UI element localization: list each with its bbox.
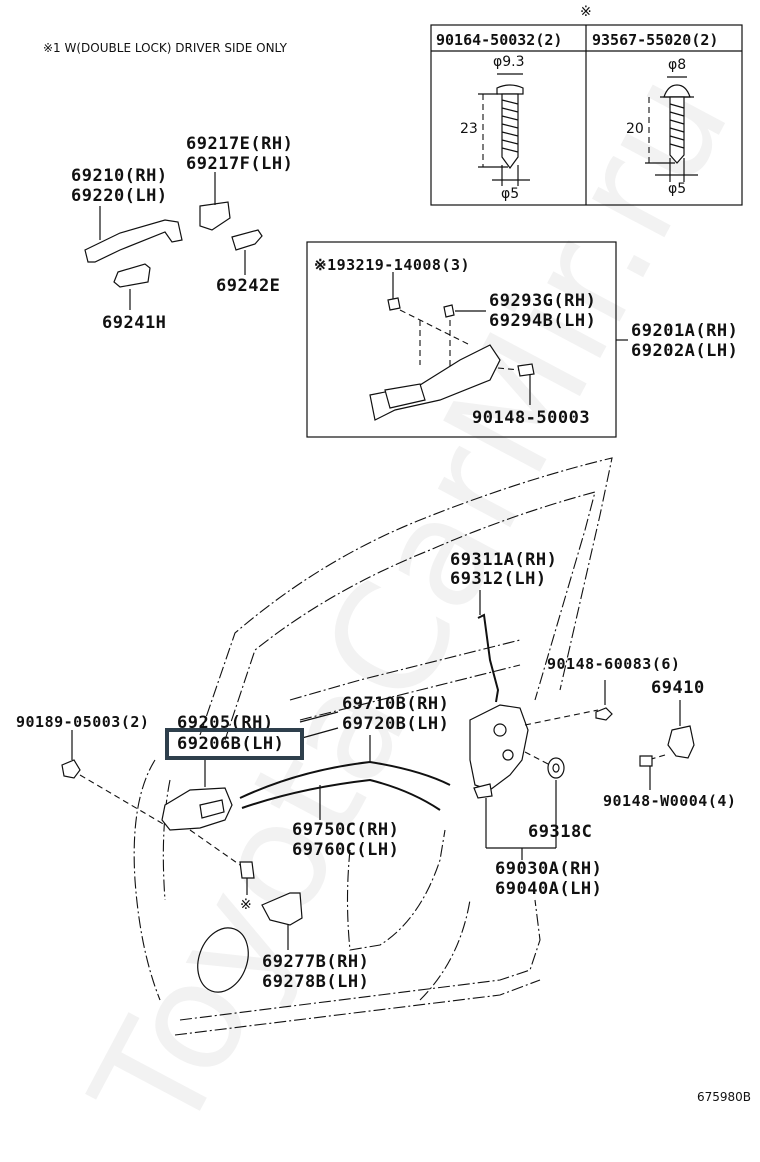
screw-90164-drawing [478,73,530,186]
bezel-drawing [197,892,303,993]
part-label-69410[interactable]: 69410 [651,678,705,698]
col1-shank-diameter: φ5 [501,186,520,202]
part-label-69206b[interactable]: 69206B(LH) [177,734,285,754]
part-label-69293g[interactable]: 69293G(RH) [489,291,597,311]
part-label-69201a[interactable]: 69201A(RH) [631,321,739,341]
cables-drawing [239,711,451,820]
part-label-69760c[interactable]: 69760C(LH) [292,840,400,860]
part-label-69277b[interactable]: 69277B(RH) [262,952,370,972]
col2-shank-diameter: φ5 [668,181,687,197]
table-col1-part[interactable]: 90164-50032(2) [436,31,563,49]
part-label-69278b[interactable]: 69278B(LH) [262,972,370,992]
part-label-90148-60083[interactable]: 90148-60083(6) [547,655,681,673]
title-note: ※1 W(DOUBLE LOCK) DRIVER SIDE ONLY [43,41,287,55]
part-label-69242e[interactable]: 69242E [216,276,281,296]
inner-handle-drawing [161,757,255,895]
part-label-69217f[interactable]: 69217F(LH) [186,154,294,174]
striker-drawing [639,700,695,790]
highlighted-part-box[interactable] [165,728,304,760]
part-label-69318c[interactable]: 69318C [528,822,593,842]
part-label-69202a[interactable]: 69202A(LH) [631,341,739,361]
part-label-69312[interactable]: 69312(LH) [450,569,547,589]
part-label-90148-w0004[interactable]: 90148-W0004(4) [603,792,737,810]
diagram-linework [61,24,743,1036]
table-col2-part[interactable]: 93567-55020(2) [592,31,719,49]
col1-head-diameter: φ9.3 [493,54,525,70]
col2-head-diameter: φ8 [668,57,687,73]
fastener-table-frame [430,24,743,206]
part-label-90148-50003[interactable]: 90148-50003 [472,408,591,428]
part-label-69750c[interactable]: 69750C(RH) [292,820,400,840]
part-label-69720b[interactable]: 69720B(LH) [342,714,450,734]
screw-93567-drawing [645,76,698,182]
col2-length: 20 [626,121,644,137]
parts-diagram: ToyotaCarMir.ru [16,4,760,1162]
part-label-69294b[interactable]: 69294B(LH) [489,311,597,331]
part-label-69030a[interactable]: 69030A(RH) [495,859,603,879]
diagram-code: 675980B [697,1090,752,1104]
part-label-193219[interactable]: ※193219-14008(3) [314,256,471,274]
table-marker: ※ [580,4,592,20]
inset-box-frame [306,241,628,438]
part-label-69241h[interactable]: 69241H [102,313,167,333]
part-label-69210[interactable]: 69210(RH) [71,166,168,186]
part-label-69220[interactable]: 69220(LH) [71,186,168,206]
clip-drawing [61,730,166,826]
part-label-69217e[interactable]: 69217E(RH) [186,134,294,154]
door-outline [133,457,613,1036]
part-label-69311a[interactable]: 69311A(RH) [450,550,558,570]
part-label-90189[interactable]: 90189-05003(2) [16,713,150,731]
part-label-69040a[interactable]: 69040A(LH) [495,879,603,899]
outer-handle-drawing [84,172,263,310]
door-lock-drawing [469,680,613,860]
screw-marker: ※ [240,897,252,913]
rod-drawing [477,590,500,703]
part-label-69710b[interactable]: 69710B(RH) [342,694,450,714]
col1-length: 23 [460,121,478,137]
